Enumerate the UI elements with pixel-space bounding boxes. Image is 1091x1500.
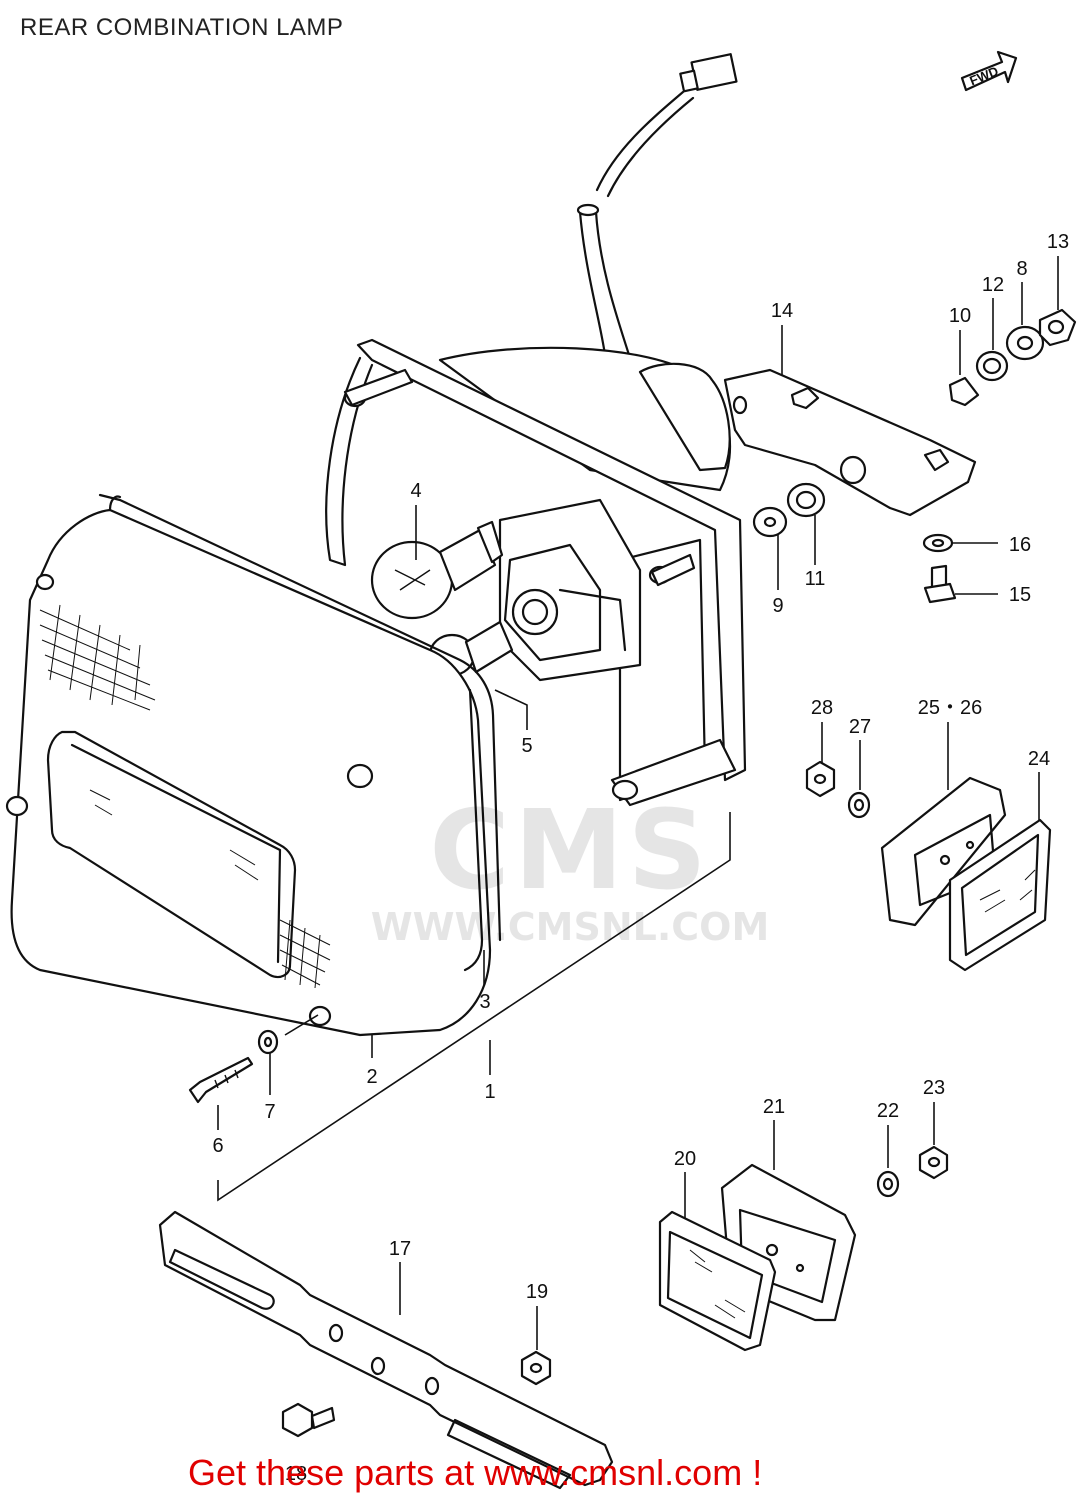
reflector-assembly-lower [658,1145,949,1352]
screw-6 [188,1056,254,1104]
bolt-18 [281,1402,336,1438]
bracket-17 [158,1210,614,1490]
callout-18: 18 [285,1463,307,1485]
bracket-14 [723,368,977,517]
fwd-arrow: FWD [960,50,1018,92]
callout-12: 12 [982,274,1004,296]
lamp-housing [325,338,747,807]
page-title: REAR COMBINATION LAMP [20,14,344,41]
footer-link[interactable]: Get these parts at www.cmsnl.com ! [188,1452,763,1493]
callout-6: 6 [212,1135,223,1157]
lens-2 [5,493,502,1037]
bulb-4 [370,520,504,620]
callout-24: 24 [1028,748,1050,770]
callout-1: 1 [484,1081,495,1103]
callout-25-26: 25・26 [918,697,983,719]
callout-16: 16 [1009,534,1031,556]
callout-15: 15 [1009,584,1031,606]
reflector-assembly-upper [805,760,1052,972]
callout-numbers: 1 2 3 4 5 6 7 8 9 10 11 12 13 14 15 16 1… [212,231,1069,1485]
callout-19: 19 [526,1281,548,1303]
nut-19 [520,1350,552,1386]
callout-8: 8 [1016,258,1027,280]
callout-14: 14 [771,300,793,322]
callout-27: 27 [849,716,871,738]
callout-20: 20 [674,1148,696,1170]
callout-22: 22 [877,1100,899,1122]
callout-23: 23 [923,1077,945,1099]
callout-4: 4 [410,480,421,502]
callout-21: 21 [763,1096,785,1118]
callout-17: 17 [389,1238,411,1260]
callout-11: 11 [805,568,826,590]
callout-10: 10 [949,305,971,327]
callout-3: 3 [479,991,490,1013]
gasket-3 [463,688,484,972]
callout-9: 9 [772,595,783,617]
callout-28: 28 [811,697,833,719]
callout-5: 5 [521,735,532,757]
callout-lines [217,256,1059,1350]
wire-harness [576,53,738,360]
fwd-label: FWD [967,63,1000,88]
callout-13: 13 [1047,231,1069,253]
callout-7: 7 [264,1101,275,1123]
hardware-right [752,308,1077,604]
callout-2: 2 [366,1066,377,1088]
washer-7 [257,1029,279,1055]
